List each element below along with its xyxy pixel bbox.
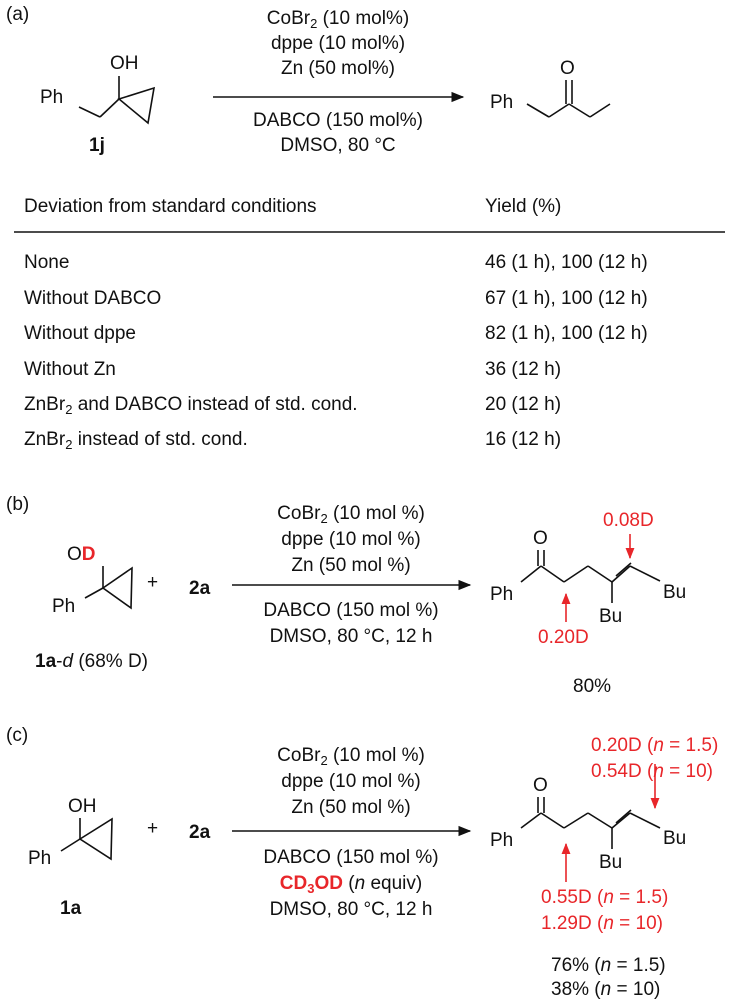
- product-b-bu-terminal: Bu: [663, 582, 687, 603]
- substrate-1a-d-bonds: [84, 566, 133, 610]
- product-b-ph: Ph: [490, 584, 514, 605]
- product-b-oxygen: O: [533, 528, 548, 549]
- yield-c-2: 38% (n = 10): [551, 979, 661, 1000]
- row-yield: 16 (12 h): [485, 429, 562, 450]
- deuterium-label-alpha-b: 0.20D: [538, 627, 589, 648]
- conditions-a-dppe: dppe (10 mol%): [270, 33, 406, 54]
- substrate-1j-bonds: [78, 76, 156, 125]
- deuterium-label-alpha-c-2: 1.29D (n = 10): [541, 913, 664, 934]
- conditions-c-dmso: DMSO, 80 °C, 12 h: [269, 899, 433, 920]
- product-a-oxygen: O: [560, 58, 575, 79]
- row-yield: 67 (1 h), 100 (12 h): [485, 288, 648, 309]
- row-yield: 82 (1 h), 100 (12 h): [485, 323, 648, 344]
- row-yield: 46 (1 h), 100 (12 h): [485, 252, 648, 273]
- conditions-c-dabco: DABCO (150 mol %): [263, 847, 439, 868]
- product-c-oxygen: O: [533, 775, 548, 796]
- product-c-bu-terminal: Bu: [663, 828, 687, 849]
- substrate-1j-code: 1j: [89, 135, 105, 156]
- table-header: Deviation from standard conditions Yield…: [24, 196, 724, 218]
- product-c-ph: Ph: [490, 830, 514, 851]
- table-row: ZnBr2 and DABCO instead of std. cond. 20…: [24, 394, 724, 416]
- product-c-bu-branch: Bu: [599, 852, 623, 873]
- table-row: Without Zn 36 (12 h): [24, 359, 724, 381]
- panel-a-label: (a): [6, 4, 30, 25]
- substrate-1a-ph: Ph: [28, 848, 52, 869]
- product-b-bonds: [520, 550, 661, 603]
- conditions-b-cobr2: CoBr2 (10 mol %): [277, 503, 425, 526]
- row-deviation: ZnBr2 and DABCO instead of std. cond.: [24, 394, 358, 417]
- product-c-bonds: [520, 797, 661, 849]
- table-row: Without DABCO 67 (1 h), 100 (12 h): [24, 288, 724, 310]
- row-yield: 36 (12 h): [485, 359, 562, 380]
- deuterium-label-alpha-c-1: 0.55D (n = 1.5): [541, 887, 669, 908]
- product-a-bonds: [526, 80, 611, 118]
- yield-c-1: 76% (n = 1.5): [551, 955, 666, 976]
- product-b-bu-branch: Bu: [599, 606, 623, 627]
- conditions-a-zn: Zn (50 mol%): [280, 58, 396, 79]
- conditions-c-cobr2: CoBr2 (10 mol %): [277, 745, 425, 768]
- row-deviation: Without DABCO: [24, 288, 162, 309]
- substrate-1a-oh: OH: [68, 796, 97, 817]
- row-deviation: ZnBr2 instead of std. cond.: [24, 429, 248, 452]
- product-a-ph: Ph: [490, 92, 514, 113]
- conditions-a-dmso: DMSO, 80 °C: [280, 135, 396, 156]
- conditions-c-dppe: dppe (10 mol %): [281, 771, 421, 792]
- panel-b-label: (b): [6, 494, 30, 515]
- conditions-c-zn: Zn (50 mol %): [291, 797, 411, 818]
- conditions-a-dabco: DABCO (150 mol%): [253, 110, 423, 131]
- substrate-1a-code: 1a: [60, 898, 82, 919]
- substrate-1a-bonds: [60, 817, 113, 861]
- plus-c: +: [147, 818, 159, 839]
- conditions-a-cobr2: CoBr2 (10 mol%): [266, 8, 410, 31]
- substrate-1a-d-code: 1a-d (68% D): [35, 651, 149, 672]
- table-header-yield: Yield (%): [485, 196, 562, 217]
- conditions-c-cd3od: CD3OD (n equiv): [279, 873, 423, 896]
- row-deviation: Without dppe: [24, 323, 136, 344]
- row-deviation: Without Zn: [24, 359, 116, 380]
- conditions-b-zn: Zn (50 mol %): [291, 555, 411, 576]
- conditions-b-dppe: dppe (10 mol %): [281, 529, 421, 550]
- deuterium-label-alkene-b: 0.08D: [603, 510, 654, 531]
- substrate-1j-ph: Ph: [40, 87, 64, 108]
- panel-c-label: (c): [6, 725, 29, 746]
- conditions-b-dabco: DABCO (150 mol %): [263, 600, 439, 621]
- deuterium-label-alkene-c-2: 0.54D (n = 10): [591, 761, 714, 782]
- substrate-1a-d-od: OD: [67, 544, 96, 565]
- substrate-1a-d-ph: Ph: [52, 596, 76, 617]
- yield-b: 80%: [573, 676, 612, 697]
- row-yield: 20 (12 h): [485, 394, 562, 415]
- table-row: ZnBr2 instead of std. cond. 16 (12 h): [24, 429, 724, 451]
- table-header-deviation: Deviation from standard conditions: [24, 196, 317, 217]
- row-deviation: None: [24, 252, 70, 273]
- reagent-2a-c: 2a: [189, 822, 211, 843]
- table-row: None 46 (1 h), 100 (12 h): [24, 252, 724, 274]
- conditions-b-dmso: DMSO, 80 °C, 12 h: [269, 626, 433, 647]
- substrate-1j-oh: OH: [110, 53, 139, 74]
- plus-b: +: [147, 572, 159, 593]
- reagent-2a-b: 2a: [189, 578, 211, 599]
- table-row: Without dppe 82 (1 h), 100 (12 h): [24, 323, 724, 345]
- deuterium-label-alkene-c-1: 0.20D (n = 1.5): [591, 735, 719, 756]
